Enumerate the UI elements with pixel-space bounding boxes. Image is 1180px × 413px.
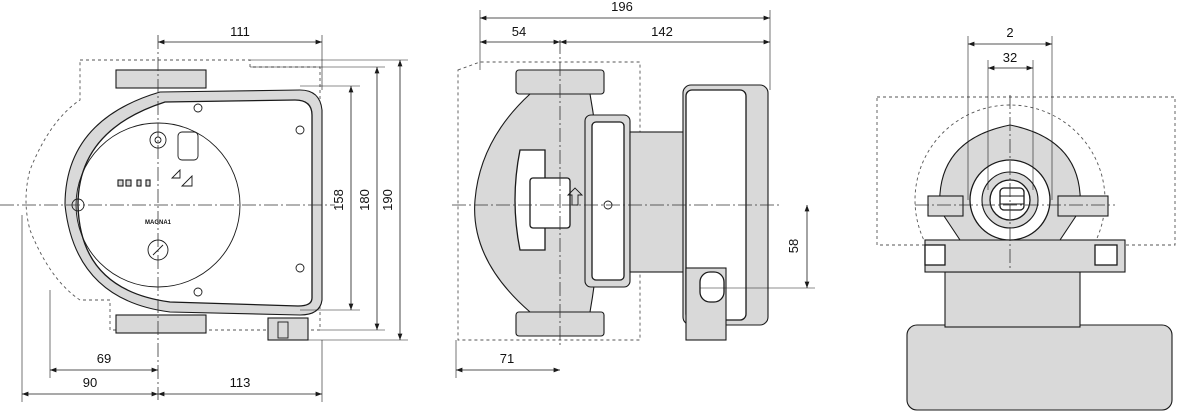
dim-142: 142 <box>651 24 673 39</box>
display-window <box>177 131 199 161</box>
top-flange <box>115 69 207 89</box>
dim-2: 2 <box>1006 25 1013 40</box>
dim-32: 32 <box>1003 50 1017 65</box>
dim-111: 111 <box>230 24 250 39</box>
dim-158: 158 <box>331 189 346 211</box>
end-stator <box>924 239 1126 273</box>
dim-58: 58 <box>786 239 801 253</box>
dim-54: 54 <box>512 24 526 39</box>
side-view <box>452 40 780 345</box>
end-view <box>876 95 1176 411</box>
front-dimensions: 111 158 180 190 69 90 113 <box>21 24 408 402</box>
front-view: MAGNA1 <box>0 35 335 400</box>
control-box-face <box>77 99 313 307</box>
dim-90: 90 <box>83 375 97 390</box>
dim-196: 196 <box>611 0 633 14</box>
side-envelope <box>457 61 641 341</box>
dim-113: 113 <box>230 375 251 390</box>
side-dimensions: 196 54 142 58 71 <box>455 0 815 378</box>
end-control-box <box>906 324 1173 411</box>
motor-can <box>629 131 686 273</box>
bottom-flange <box>115 314 207 334</box>
front-envelope <box>25 59 321 331</box>
dim-180: 180 <box>357 189 372 211</box>
dim-190: 190 <box>380 189 395 211</box>
end-motor <box>944 271 1081 328</box>
dim-69: 69 <box>97 351 111 366</box>
dim-71: 71 <box>500 351 514 366</box>
end-dimensions: 2 32 <box>967 25 1053 200</box>
